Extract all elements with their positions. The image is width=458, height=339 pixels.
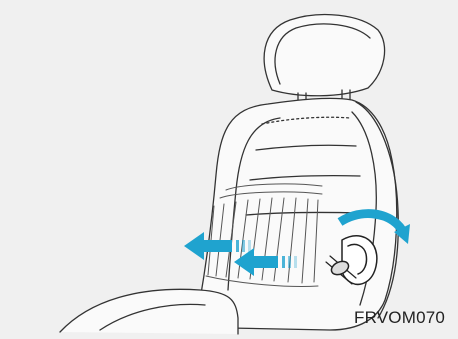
seat-cushion-icon [60, 289, 238, 334]
figure-code: FRVOM070 [354, 308, 445, 328]
headrest-icon [264, 15, 384, 104]
